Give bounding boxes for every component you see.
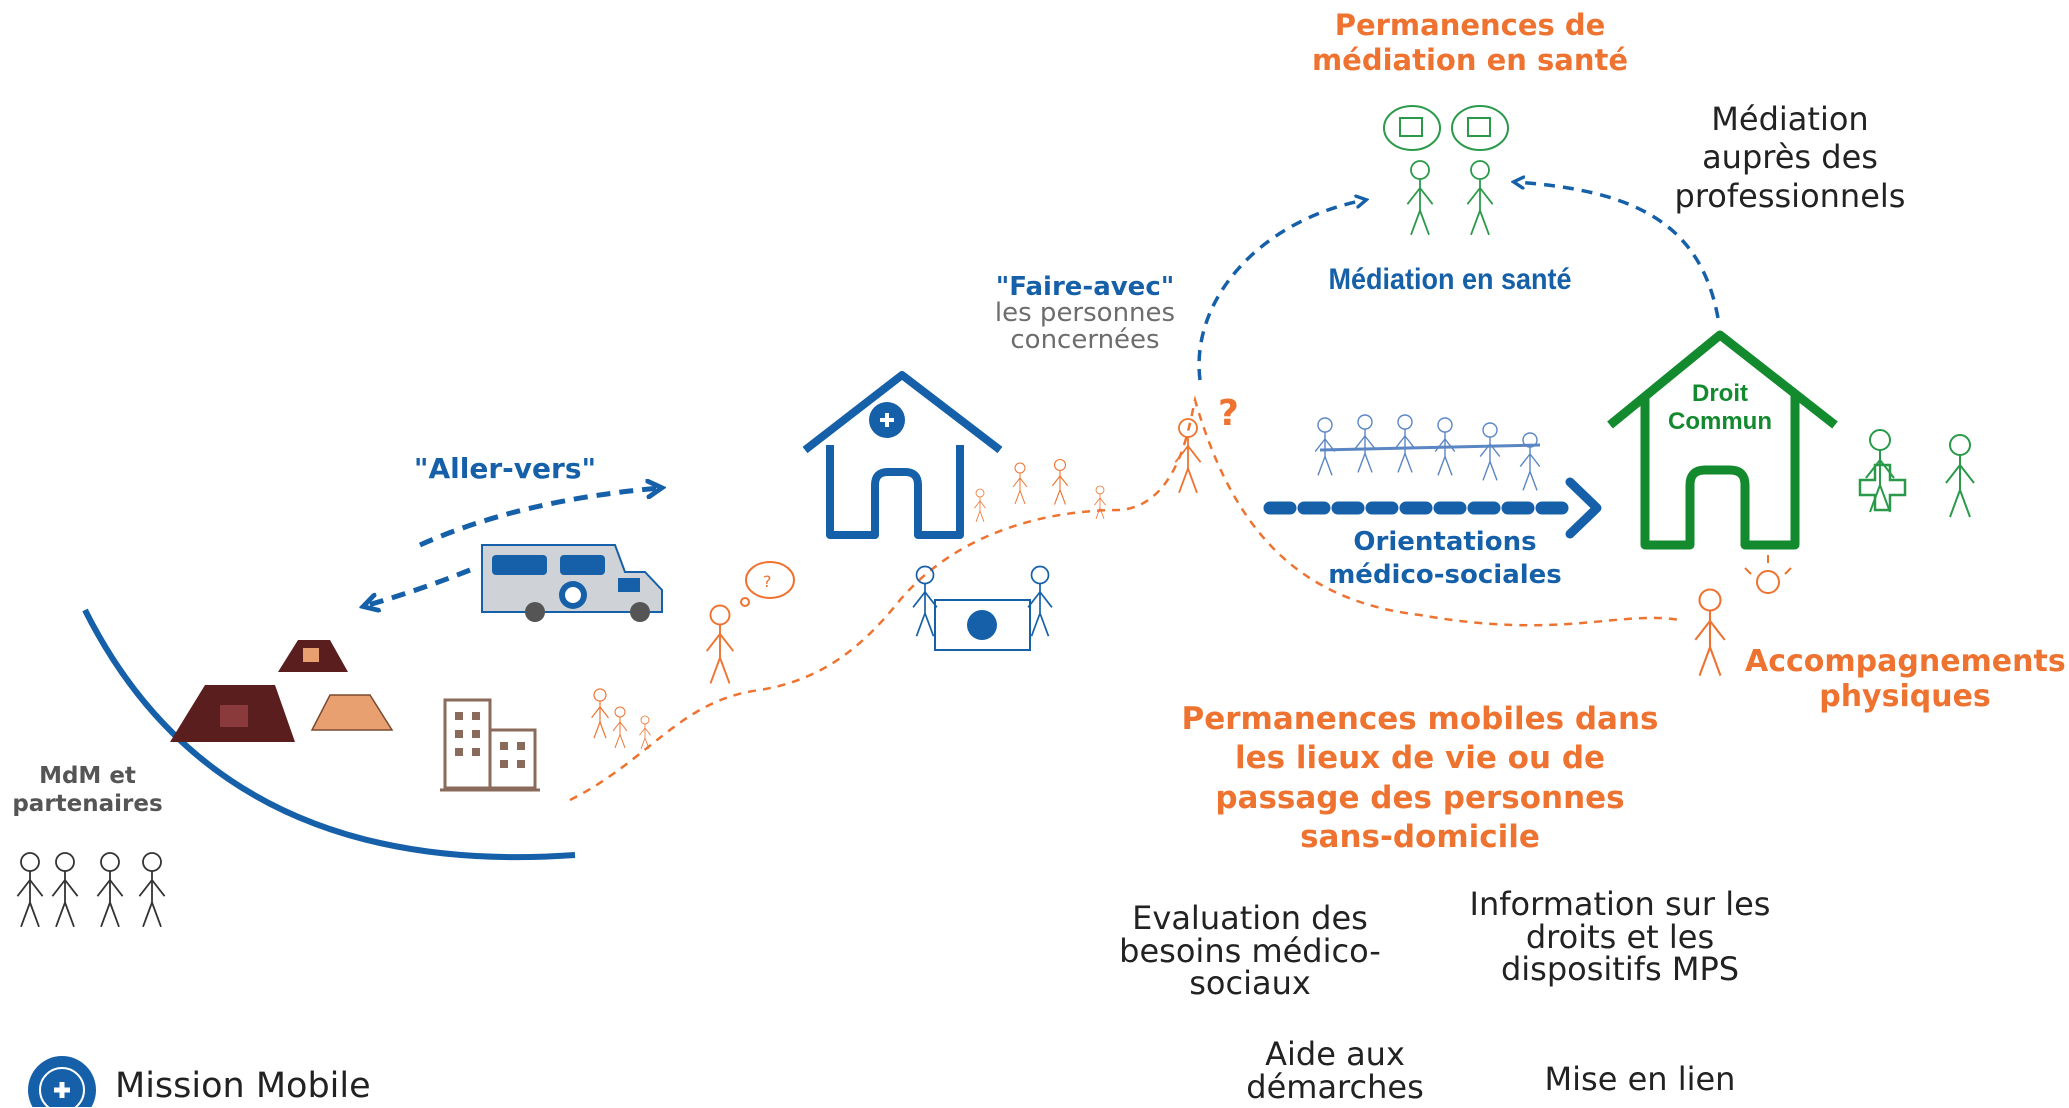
mediation-figures	[1383, 105, 1509, 236]
camper-van-icon	[481, 544, 663, 622]
mission-mobile-label: Mission Mobile	[115, 1066, 371, 1106]
arrow-droit-to-mediation	[1515, 182, 1720, 319]
mediation-sante-title: Médiation en santé	[1328, 263, 1572, 296]
thought-bubble-icon: ? ?	[740, 393, 1239, 607]
aller-vers-arrow-right	[418, 488, 660, 548]
information-label: Information sur les droits et les dispos…	[1469, 885, 1771, 989]
arrow-to-mediation	[1197, 200, 1365, 381]
mdm-partenaires-label: MdM et partenaires	[12, 763, 163, 817]
house-droit-commun-icon	[1607, 330, 1838, 550]
house-mdm-icon	[802, 371, 1003, 539]
faire-avec-label: "Faire-avec"	[995, 272, 1175, 302]
aide-demarches-label: Aide aux démarches	[1246, 1035, 1424, 1106]
permanences-mobiles-label: Permanences mobiles dans les lieux de vi…	[1181, 701, 1659, 856]
aller-vers-arrow-left	[365, 567, 471, 606]
lightbulb-icon	[1744, 555, 1792, 594]
outreach-arc	[82, 608, 576, 861]
professionals-figures	[1858, 429, 1975, 518]
team-figures	[16, 852, 166, 928]
faire-avec-subtext: les personnes concernées	[994, 298, 1176, 356]
group-figures	[1314, 414, 1541, 492]
droit-commun-label: Droit Commun	[1668, 380, 1772, 435]
svg-text:?: ?	[1218, 393, 1239, 434]
building-icon	[440, 698, 540, 792]
aller-vers-label: "Aller-vers"	[413, 452, 597, 485]
permanences-mediation-label: Permanences de médiation en santé	[1311, 8, 1629, 78]
sign-holders	[912, 565, 1053, 651]
evaluation-label: Evaluation des besoins médico- sociaux	[1119, 899, 1381, 1003]
tent-icon	[170, 640, 394, 742]
logo-medecins-du-monde-icon	[28, 1056, 96, 1107]
mise-en-lien-label: Mise en lien	[1544, 1060, 1736, 1098]
orientations-arrow	[1263, 477, 1602, 539]
mediation-professionnels-label: Médiation auprès des professionnels	[1674, 100, 1906, 215]
orientations-label: Orientations médico-sociales	[1328, 527, 1562, 590]
svg-text:?: ?	[763, 572, 772, 591]
accompagnements-label: Accompagnements physiques	[1745, 644, 2066, 714]
